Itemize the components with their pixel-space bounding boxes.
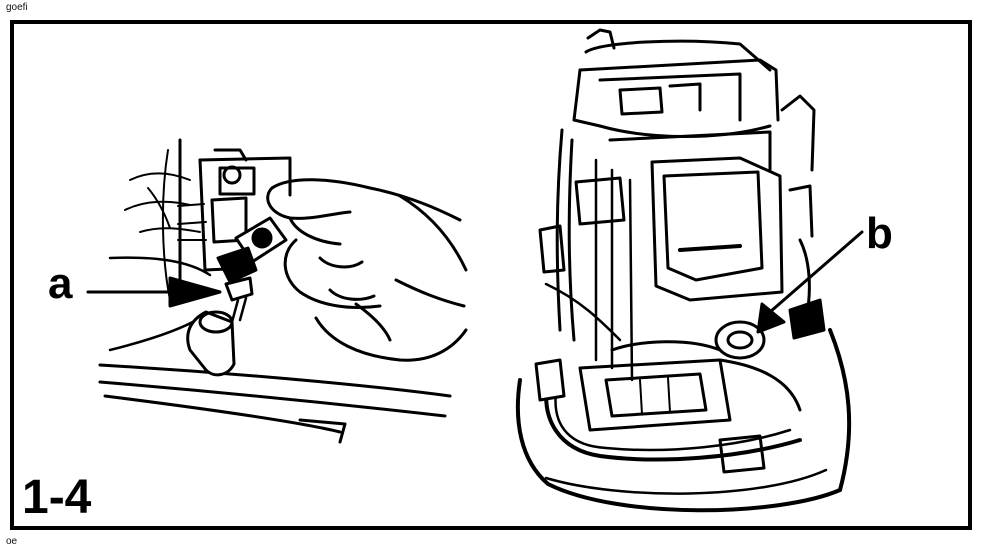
corner-code-top: goefi xyxy=(6,2,28,13)
left-drawing xyxy=(86,138,468,444)
corner-code-bottom: oe xyxy=(6,536,18,547)
callout-a: a xyxy=(48,259,73,308)
figure-frame xyxy=(10,20,972,530)
callout-b: b xyxy=(866,209,893,258)
figure-number: 1-4 xyxy=(22,471,92,524)
right-drawing xyxy=(515,28,864,513)
